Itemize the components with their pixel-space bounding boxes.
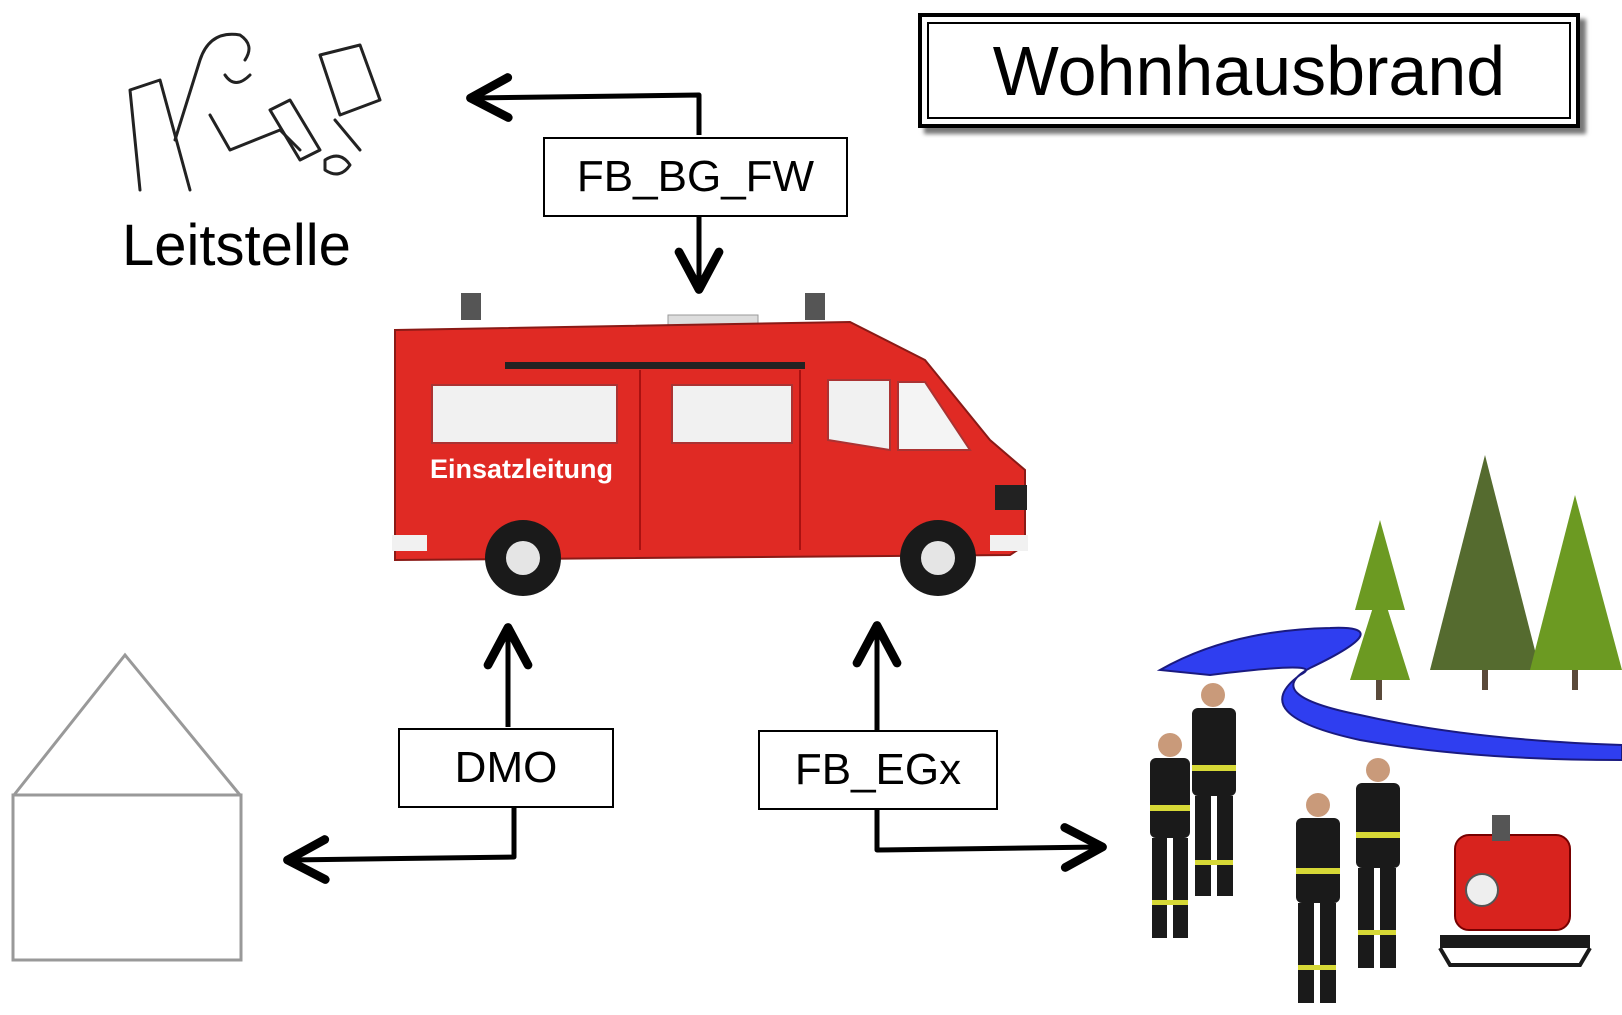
control-center-label: Leitstelle	[122, 213, 351, 278]
portable-pump	[1438, 815, 1592, 967]
firefighter	[1296, 793, 1340, 1003]
diagram-title: Wohnhausbrand	[992, 31, 1506, 110]
flow-label-left: DMO	[398, 728, 614, 808]
house-icon	[11, 652, 243, 962]
firefighter	[1192, 683, 1236, 896]
firefighter-crew	[1150, 683, 1400, 1003]
flow-arrows	[283, 73, 1107, 884]
arrow-fbegx-to-crew	[874, 808, 1107, 872]
arrow-dmo-to-house	[283, 805, 517, 884]
firefighter	[1356, 758, 1400, 968]
firefighter	[1150, 733, 1190, 938]
title-box-frame	[927, 22, 1571, 119]
command-vehicle: Einsatzleitung	[392, 293, 1028, 596]
arrow-to-control-center	[466, 73, 702, 135]
vehicle-text: Einsatzleitung	[430, 454, 613, 484]
river-forest-scene	[1156, 455, 1622, 762]
control-center-sketch	[128, 32, 382, 192]
flow-label-right: FB_EGx	[758, 730, 998, 810]
title-box: Wohnhausbrand	[918, 13, 1580, 128]
flow-label-top: FB_BG_FW	[543, 137, 848, 217]
